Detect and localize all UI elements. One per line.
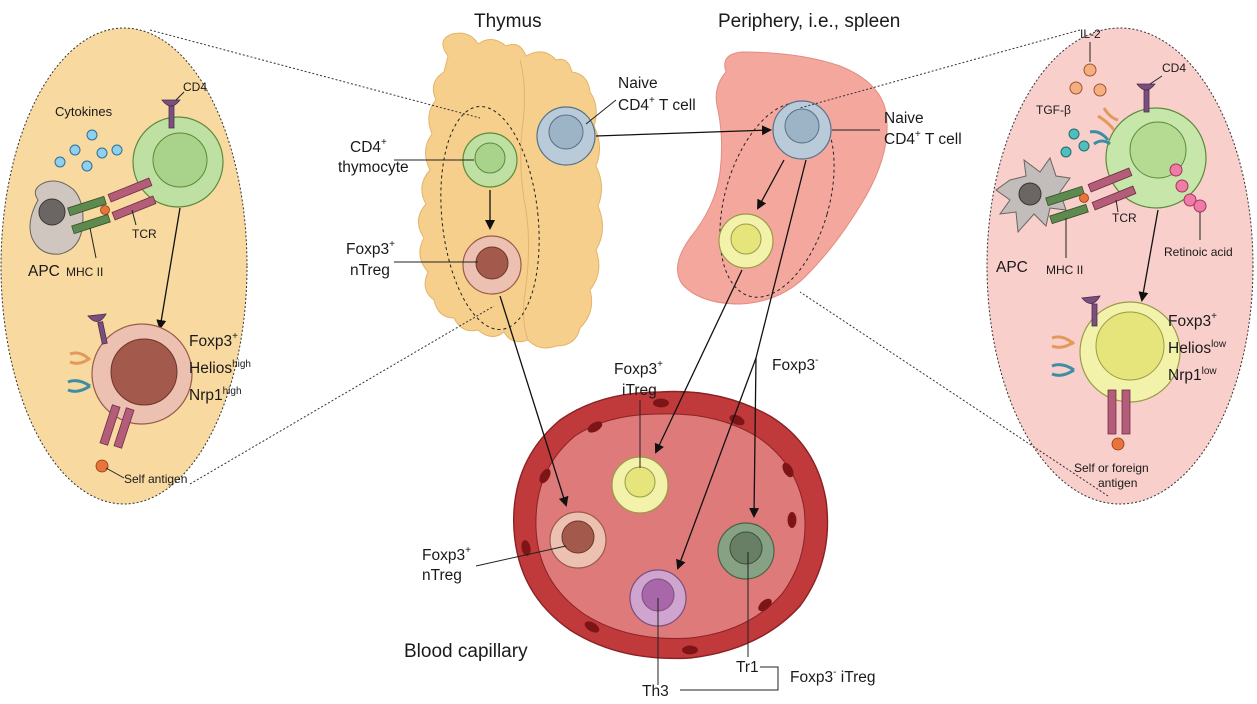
- capillary-itreg-label-1: Foxp3+: [614, 359, 663, 378]
- left-helios-label: Helioshigh: [189, 359, 251, 377]
- spleen-naive-cd4-cell: [773, 101, 831, 159]
- right-antigen-label-1: Self or foreign: [1074, 461, 1149, 475]
- spleen-itreg-cell: [719, 214, 773, 268]
- spleen-organ: [678, 52, 888, 304]
- left-mhc-ii-label: MHC II: [66, 265, 103, 279]
- thymus-organ: [418, 33, 602, 348]
- left-cd4-thymocyte-cell: [133, 117, 223, 207]
- capillary-ntreg-label-1: Foxp3+: [422, 545, 471, 564]
- right-cd4-label: CD4: [1162, 61, 1186, 75]
- spleen-naive-label-2: CD4+ T cell: [884, 129, 962, 148]
- blood-capillary-label: Blood capillary: [404, 641, 528, 662]
- cytokines-label: Cytokines: [55, 104, 113, 119]
- thymus-ntreg-cell: [463, 236, 521, 294]
- capillary-ntreg-label-2: nTreg: [422, 567, 462, 584]
- thymus-naive-cd4-cell: [537, 107, 595, 165]
- right-retinoic-acid-label: Retinoic acid: [1164, 245, 1233, 259]
- left-tcr-label: TCR: [132, 227, 157, 241]
- left-ntreg-cell: [92, 324, 192, 424]
- thymus-naive-label-1: Naive: [618, 75, 658, 92]
- right-apc-label: APC: [996, 259, 1028, 276]
- capillary-itreg-label-2: iTreg: [622, 382, 657, 399]
- left-nrp1-label: Nrp1high: [189, 386, 242, 404]
- left-foxp3-label: Foxp3+: [189, 331, 238, 350]
- left-zoom-panel: Cytokines CD4 APC MHC II TCR: [1, 28, 251, 504]
- cd4-thymocyte-label-2: thymocyte: [338, 159, 409, 176]
- left-cd4-label: CD4: [183, 80, 207, 94]
- cd4-thymocyte-label-1: CD4+: [350, 137, 387, 156]
- left-self-antigen-label: Self antigen: [124, 472, 187, 486]
- right-mhc-ii-label: MHC II: [1046, 263, 1083, 277]
- right-tcr-label: TCR: [1112, 211, 1137, 225]
- foxp3-negative-label: Foxp3-: [772, 355, 818, 374]
- right-foxp3-label: Foxp3+: [1168, 311, 1217, 330]
- periphery-label: Periphery, i.e., spleen: [718, 11, 900, 32]
- spleen-naive-label-1: Naive: [884, 110, 924, 127]
- left-apc-cell: [30, 181, 83, 254]
- right-antigen-label-2: antigen: [1098, 476, 1137, 490]
- thymus-ntreg-label-1: Foxp3+: [346, 239, 395, 258]
- right-il2-label: IL-2: [1080, 27, 1101, 41]
- capillary-tr1-cell: [718, 523, 774, 579]
- thymus-label: Thymus: [474, 11, 542, 32]
- capillary-ntreg-cell: [550, 512, 606, 568]
- th3-label: Th3: [642, 683, 669, 699]
- right-tgfb-label: TGF-β: [1036, 103, 1071, 117]
- foxp3-neg-itreg-label: Foxp3- iTreg: [790, 667, 875, 686]
- thymus-ntreg-label-2: nTreg: [350, 262, 390, 279]
- thymus-naive-label-2: CD4+ T cell: [618, 95, 696, 114]
- right-zoom-panel: IL-2 TGF-β CD4 Retinoic: [987, 27, 1253, 504]
- left-apc-label: APC: [28, 263, 60, 280]
- tr1-label: Tr1: [736, 659, 759, 676]
